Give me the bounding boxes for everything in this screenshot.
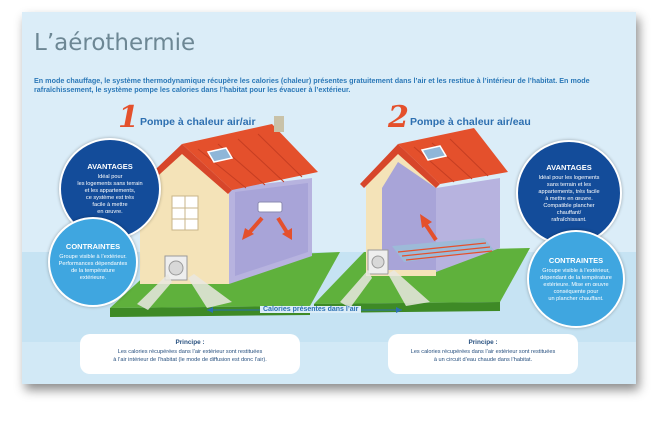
pump1-principle-text: Les calories récupérées dans l’air extér…: [113, 349, 267, 363]
pump1-constraints: CONTRAINTES Groupe visible à l’extérieur…: [48, 217, 138, 307]
pump2-advantages-text: Idéal pour les logements sans terrain et…: [538, 174, 600, 223]
pump1-principle-box: Principe : Les calories récupérées dans …: [80, 334, 300, 374]
calories-label: Calories présentes dans l’air: [260, 306, 362, 313]
pump1-constraints-text: Groupe visible à l’extérieur. Performanc…: [58, 254, 128, 281]
pump1-advantages-title: AVANTAGES: [87, 162, 133, 171]
house-air-eau: [314, 128, 530, 313]
pump2-constraints-title: CONTRAINTES: [548, 255, 604, 265]
infographic-panel: L’aérothermie En mode chauffage, le syst…: [22, 12, 636, 384]
house-air-air: [110, 116, 340, 317]
pump2-principle-box: Principe : Les calories récupérées dans …: [388, 334, 578, 374]
pump1-advantages-text: Idéal pour les logements sans terrain et…: [77, 174, 143, 215]
pump1-title: Pompe à chaleur air/air: [140, 116, 256, 128]
pump1-constraints-title: CONTRAINTES: [65, 242, 121, 251]
pump2-advantages-title: AVANTAGES: [546, 162, 592, 172]
pump1-number: 1: [118, 100, 139, 135]
pump2-principle-title: Principe :: [468, 339, 498, 346]
pump2-title: Pompe à chaleur air/eau: [410, 116, 531, 128]
pump1-principle-title: Principe :: [175, 339, 205, 346]
page-title: L’aérothermie: [34, 30, 196, 56]
pump2-principle-text: Les calories récupérées dans l’air extér…: [410, 349, 556, 363]
intro-text: En mode chauffage, le système thermodyna…: [34, 76, 590, 94]
pump2-constraints: CONTRAINTES Groupe visible à l’extérieur…: [527, 230, 625, 328]
pump2-advantages: AVANTAGES Idéal pour les logements sans …: [516, 140, 622, 246]
pump2-constraints-text: Groupe visible à l’extérieur, dépendant …: [540, 267, 612, 302]
pump2-number: 2: [388, 100, 409, 135]
